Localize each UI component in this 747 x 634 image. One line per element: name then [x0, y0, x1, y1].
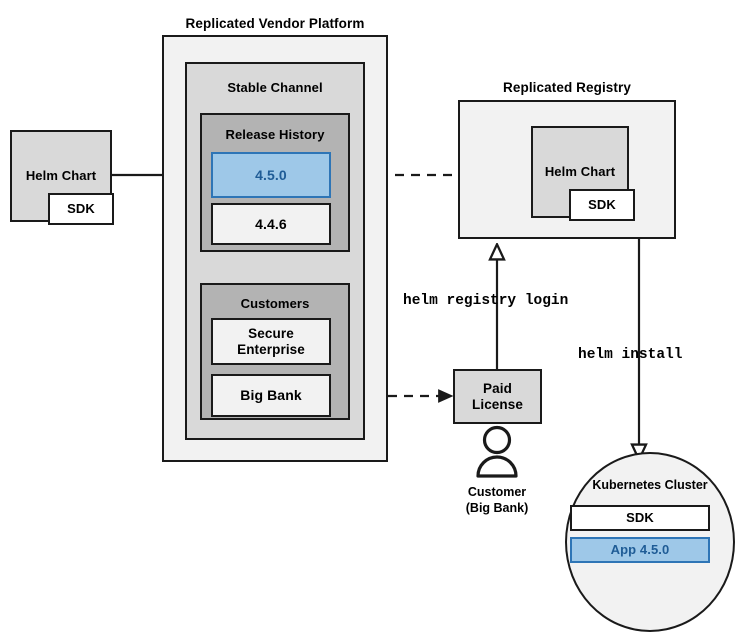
- release-history-label: Release History: [225, 127, 325, 142]
- cluster-component-sdk[interactable]: SDK: [570, 505, 710, 531]
- release-item-4-5-0-label: 4.5.0: [255, 166, 287, 183]
- cluster-component-sdk-label: SDK: [626, 510, 654, 526]
- paid-license-line1: Paid: [483, 380, 512, 396]
- vendor-platform-title: Replicated Vendor Platform: [185, 16, 365, 31]
- customer-item-secure-enterprise-line2: Enterprise: [237, 341, 305, 357]
- source-helm-chart-label: Helm Chart: [25, 168, 97, 184]
- release-item-4-4-6-label: 4.4.6: [255, 215, 287, 232]
- customers-label: Customers: [240, 296, 310, 311]
- customer-item-secure-enterprise[interactable]: Secure Enterprise: [211, 318, 331, 365]
- source-helm-chart-sdk-box: SDK: [48, 193, 114, 225]
- release-item-4-4-6[interactable]: 4.4.6: [211, 203, 331, 245]
- stable-channel-label: Stable Channel: [227, 80, 323, 95]
- customer-actor-label: Customer (Big Bank): [437, 485, 557, 515]
- customer-item-big-bank[interactable]: Big Bank: [211, 374, 331, 417]
- command-helm-registry-login: helm registry login: [403, 293, 569, 309]
- customer-item-big-bank-label: Big Bank: [240, 387, 302, 404]
- paid-license-line2: License: [472, 396, 523, 412]
- registry-helm-chart-label: Helm Chart: [544, 164, 616, 180]
- registry-helm-chart-sdk-label: SDK: [588, 197, 616, 213]
- command-helm-install: helm install: [578, 347, 683, 363]
- registry-helm-chart-sdk-box: SDK: [569, 189, 635, 221]
- cluster-component-app[interactable]: App 4.5.0: [570, 537, 710, 563]
- person-icon-shape: [476, 425, 518, 478]
- kubernetes-cluster-title: Kubernetes Cluster: [592, 478, 708, 492]
- cluster-component-app-label: App 4.5.0: [610, 542, 670, 558]
- customer-item-secure-enterprise-line1: Secure: [248, 325, 294, 341]
- release-item-4-5-0[interactable]: 4.5.0: [211, 152, 331, 198]
- paid-license-box: Paid License: [453, 369, 542, 424]
- registry-title: Replicated Registry: [503, 80, 631, 95]
- customer-actor-line2: (Big Bank): [465, 501, 529, 515]
- source-helm-chart-sdk-label: SDK: [67, 201, 95, 217]
- customer-actor-line1: Customer: [467, 485, 527, 499]
